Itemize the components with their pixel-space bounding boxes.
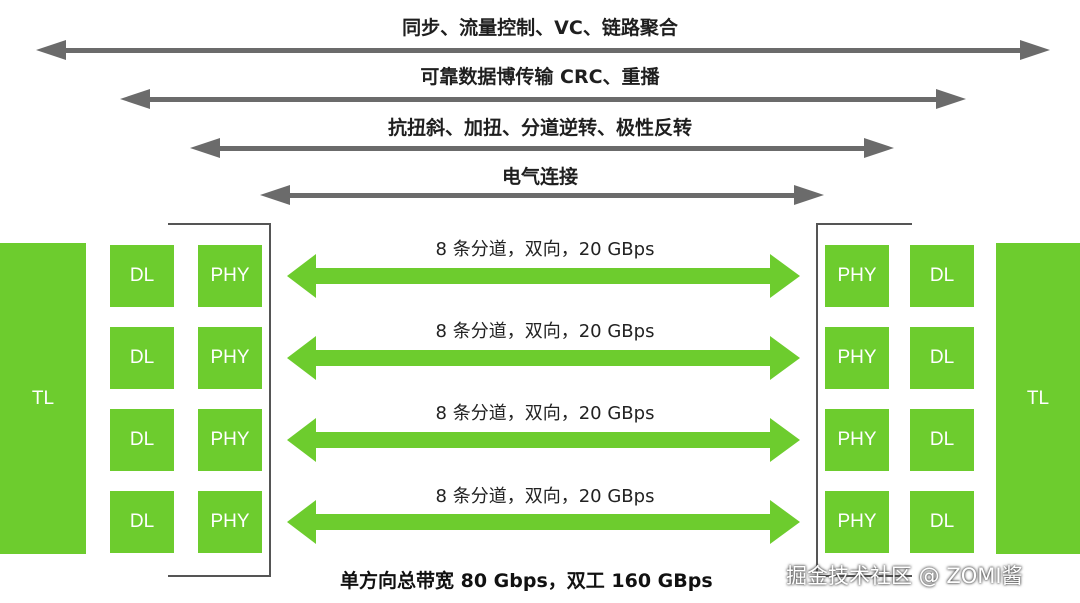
- left-tl-label: TL: [31, 387, 55, 409]
- lane-label-4: 8 条分道，双向，20 GBps: [435, 486, 655, 507]
- left-dl-1-label: DL: [129, 265, 155, 286]
- layer-arrow-4: [280, 193, 805, 198]
- right-dl-1-label: DL: [929, 265, 955, 286]
- left-dl-4-label: DL: [129, 511, 155, 532]
- right-phy-3-label: PHY: [837, 429, 877, 450]
- layer-arrow-1-left-head: [36, 40, 66, 60]
- lane-arrow-2: [287, 336, 800, 380]
- left-bracket: [168, 223, 271, 577]
- left-dl-3-label: DL: [129, 429, 155, 450]
- layer-label-1: 同步、流量控制、VC、链路聚合: [402, 17, 678, 39]
- left-phy-3-label: PHY: [210, 429, 250, 450]
- lane-arrow-1: [287, 254, 800, 298]
- layer-arrow-2-right-head: [936, 89, 966, 109]
- left-phy-1-label: PHY: [210, 265, 250, 286]
- left-dl-3: DL: [110, 409, 174, 471]
- left-dl-2: DL: [110, 327, 174, 389]
- layer-arrow-3: [210, 146, 875, 151]
- layer-label-3: 抗扭斜、加扭、分道逆转、极性反转: [387, 117, 692, 139]
- left-dl-2-label: DL: [129, 347, 155, 368]
- layer-label-4: 电气连接: [501, 166, 578, 188]
- right-phy-3: PHY: [825, 409, 889, 471]
- right-dl-4-label: DL: [929, 511, 955, 532]
- lane-label-3: 8 条分道，双向，20 GBps: [435, 403, 655, 424]
- lane-label-2: 8 条分道，双向，20 GBps: [435, 321, 655, 342]
- right-phy-2-label: PHY: [837, 347, 877, 368]
- lane-arrow-4: [287, 500, 800, 544]
- watermark: 掘金技术社区 @ ZOMI酱: [786, 564, 1023, 588]
- left-phy-2: PHY: [198, 327, 262, 389]
- layer-arrow-4-left-head: [260, 185, 290, 205]
- left-tl-block: TL: [0, 243, 86, 554]
- right-phy-1-label: PHY: [837, 265, 877, 286]
- layer-arrow-1: [56, 48, 1024, 53]
- right-phy-2: PHY: [825, 327, 889, 389]
- left-phy-3: PHY: [198, 409, 262, 471]
- right-phy-4-label: PHY: [837, 511, 877, 532]
- right-dl-3-label: DL: [929, 429, 955, 450]
- left-phy-4: PHY: [198, 491, 262, 553]
- layer-label-2: 可靠数据博传输 CRC、重播: [420, 66, 660, 88]
- bandwidth-summary: 单方向总带宽 80 Gbps，双工 160 GBps: [340, 570, 713, 592]
- right-dl-1: DL: [910, 245, 974, 307]
- layer-arrow-3-left-head: [190, 138, 220, 158]
- left-phy-1: PHY: [198, 245, 262, 307]
- left-dl-1: DL: [110, 245, 174, 307]
- lane-arrow-3: [287, 418, 800, 462]
- layer-arrow-1-right-head: [1020, 40, 1050, 60]
- right-phy-4: PHY: [825, 491, 889, 553]
- layer-arrow-4-right-head: [794, 185, 824, 205]
- right-tl-block: TL: [996, 243, 1080, 554]
- right-dl-4: DL: [910, 491, 974, 553]
- left-phy-2-label: PHY: [210, 347, 250, 368]
- right-dl-2: DL: [910, 327, 974, 389]
- layer-arrow-3-right-head: [864, 138, 894, 158]
- left-dl-4: DL: [110, 491, 174, 553]
- right-dl-2-label: DL: [929, 347, 955, 368]
- right-dl-3: DL: [910, 409, 974, 471]
- layer-arrow-2: [140, 97, 948, 102]
- layer-arrow-2-left-head: [120, 89, 150, 109]
- right-tl-label: TL: [1026, 387, 1050, 409]
- left-phy-4-label: PHY: [210, 511, 250, 532]
- lane-label-1: 8 条分道，双向，20 GBps: [435, 239, 655, 260]
- right-phy-1: PHY: [825, 245, 889, 307]
- right-bracket: [816, 223, 912, 577]
